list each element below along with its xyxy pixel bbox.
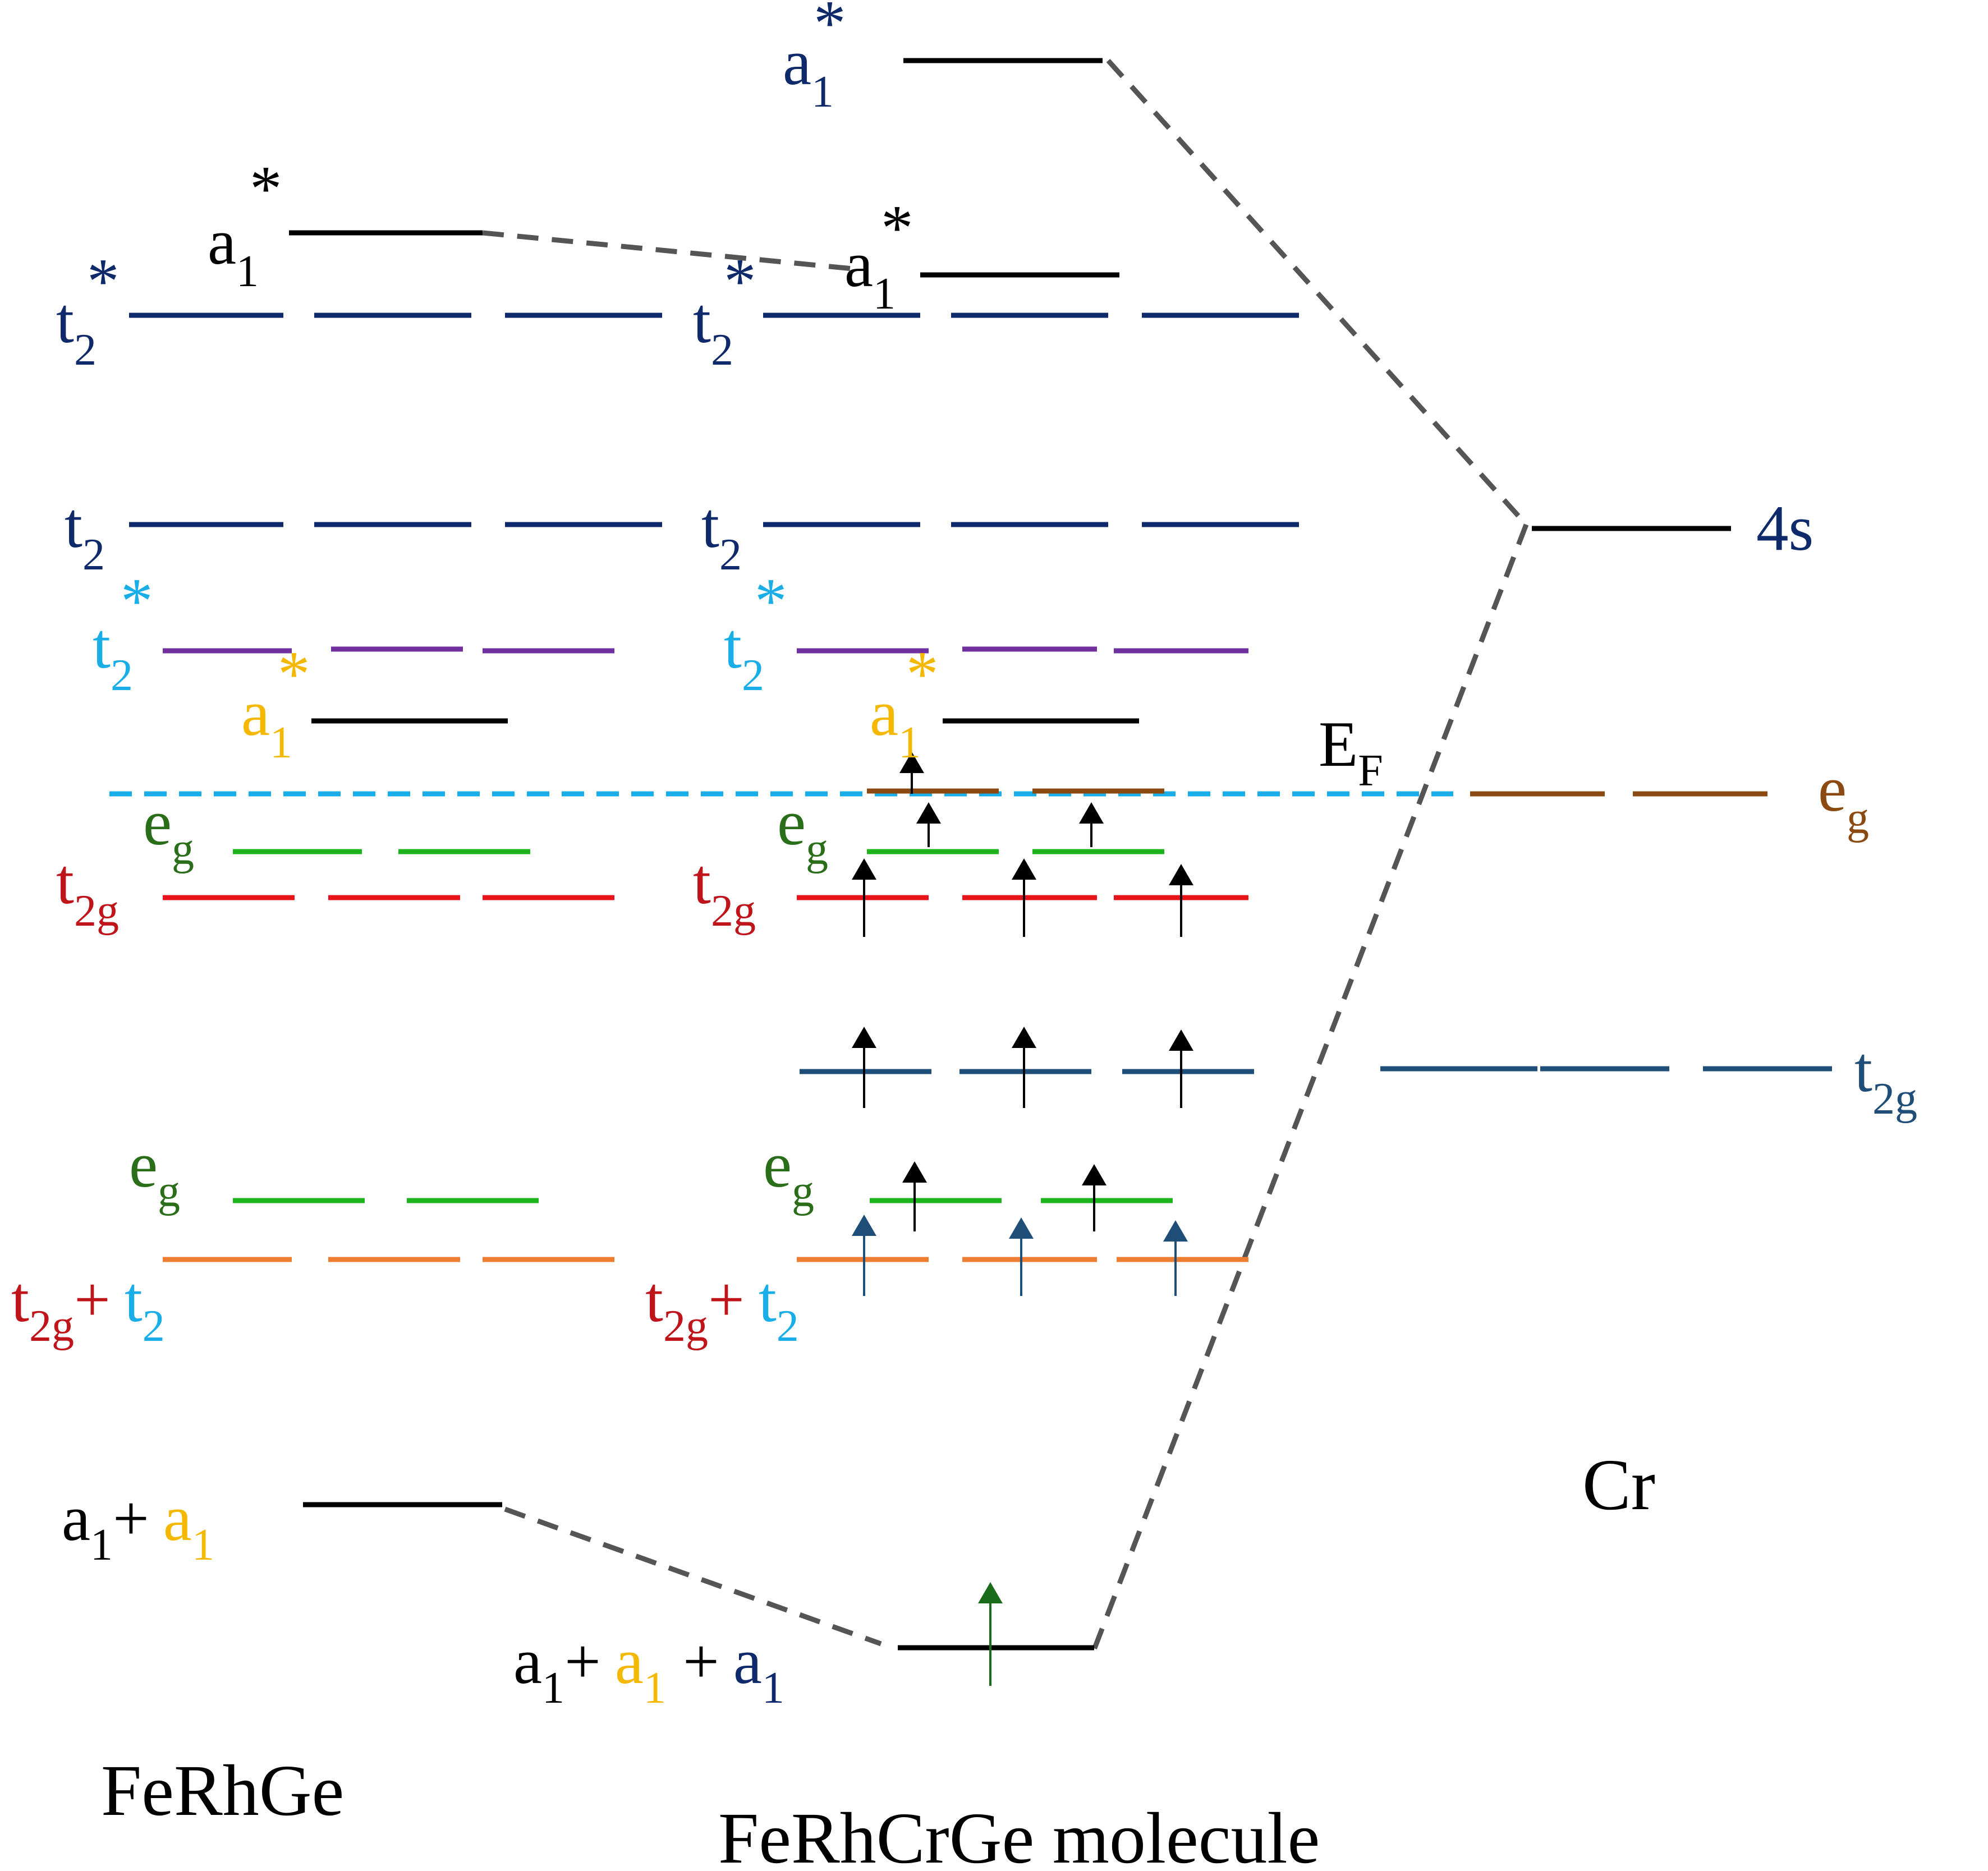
ferhge-eg-lower-label: eg bbox=[129, 1129, 180, 1216]
spin-up-arrow bbox=[852, 1215, 876, 1296]
mol-t2star-star: * bbox=[724, 246, 756, 317]
spin-up-arrow bbox=[1082, 1164, 1107, 1231]
mol-a1star-gold-label: a1 bbox=[870, 678, 921, 767]
mol-t2star-cyan-level bbox=[797, 646, 1248, 654]
spin-up-arrow bbox=[916, 802, 941, 847]
cr-t2g-label: t2g bbox=[1854, 1034, 1917, 1124]
ferhge-t2star-cyan-star: * bbox=[121, 566, 153, 637]
ferhge-t2star-cyan-label: t2 bbox=[93, 610, 133, 700]
cr-labels: EF 4s eg t2g Cr bbox=[1319, 493, 1917, 1525]
mol-t2star-cyan-label: t2 bbox=[724, 610, 764, 700]
spin-up-arrow bbox=[1169, 864, 1193, 937]
mol-t2star-label: t2 bbox=[693, 285, 733, 375]
ferhge-a1star-gold-label: a1 bbox=[241, 678, 292, 767]
mol-top-a1star-label: a1 bbox=[783, 27, 834, 117]
ferhge-a1-a1-label: a1+a1 bbox=[62, 1483, 214, 1570]
mol-a1star-star: * bbox=[881, 192, 913, 264]
ferhge-t2star-cyan-level bbox=[163, 646, 614, 654]
corr-ferhge-a1star-to-mol-a1star bbox=[482, 230, 859, 272]
spin-up-arrow bbox=[978, 1582, 1003, 1686]
ferhge-levels bbox=[129, 230, 662, 1507]
mol-eg-upper-label: eg bbox=[777, 787, 828, 874]
molecule-title: FeRhCrGe molecule bbox=[718, 1798, 1320, 1871]
cr-4s-label: 4s bbox=[1756, 493, 1813, 564]
cr-levels bbox=[1380, 526, 1832, 1072]
mol-a1star-gold-star: * bbox=[906, 638, 939, 710]
cr-eg-label: eg bbox=[1818, 753, 1869, 843]
mol-a1star-label: a1 bbox=[844, 229, 896, 319]
molecule-labels: a1 * a1 * t2 * t2 t2 * a1 * eg t2g eg t2… bbox=[513, 0, 1320, 1871]
spin-up-arrow bbox=[1012, 858, 1036, 937]
spin-up-arrow bbox=[852, 858, 876, 937]
corr-4s-to-bottom-a1 bbox=[1091, 523, 1529, 1651]
spin-up-arrow bbox=[1009, 1217, 1034, 1296]
cr-title: Cr bbox=[1582, 1445, 1655, 1525]
correlation-lines bbox=[482, 58, 1529, 1651]
ferhge-eg-upper-label: eg bbox=[143, 787, 194, 874]
spin-up-arrow bbox=[899, 752, 924, 794]
ferhge-a1star-label: a1 bbox=[208, 206, 259, 296]
mol-eg-lower-label: eg bbox=[763, 1129, 814, 1216]
mol-t2g-t2-label: t2g+t2 bbox=[645, 1264, 799, 1351]
molecule-levels bbox=[763, 58, 1299, 1651]
mol-a1-a1-a1-label: a1+a1+a1 bbox=[513, 1626, 784, 1713]
spin-up-arrow bbox=[1079, 802, 1104, 847]
corr-top-a1star-to-4s bbox=[1106, 58, 1528, 527]
ferhge-t2star-star: * bbox=[87, 246, 120, 317]
spin-up-arrow bbox=[1169, 1029, 1193, 1108]
ferhge-labels: a1 * t2 * t2 t2 * a1 * eg t2g eg t2g+t2 … bbox=[11, 153, 344, 1831]
spin-arrows bbox=[852, 752, 1193, 1686]
spin-up-arrow bbox=[902, 1161, 927, 1231]
mol-t2g-label: t2g bbox=[693, 846, 756, 936]
ferhge-t2star-label: t2 bbox=[56, 285, 97, 375]
ferhge-a1star-star: * bbox=[250, 153, 282, 224]
ferhge-a1star-gold-star: * bbox=[278, 638, 310, 710]
ferhge-title: FeRhGe bbox=[101, 1750, 344, 1831]
ferhge-t2-label: t2 bbox=[65, 490, 105, 580]
corr-ferhge-a1-to-mol-a1 bbox=[504, 1506, 882, 1647]
ferhge-t2g-label: t2g bbox=[56, 846, 119, 936]
mol-t2star-cyan-star: * bbox=[755, 566, 787, 637]
ferhge-t2g-t2-label: t2g+t2 bbox=[11, 1264, 165, 1351]
spin-up-arrow bbox=[1163, 1220, 1188, 1296]
mol-t2-label: t2 bbox=[701, 490, 742, 580]
mol-top-a1star-star: * bbox=[814, 0, 846, 59]
spin-up-arrow bbox=[852, 1027, 876, 1108]
fermi-label: EF bbox=[1319, 709, 1383, 796]
spin-up-arrow bbox=[1012, 1027, 1036, 1108]
